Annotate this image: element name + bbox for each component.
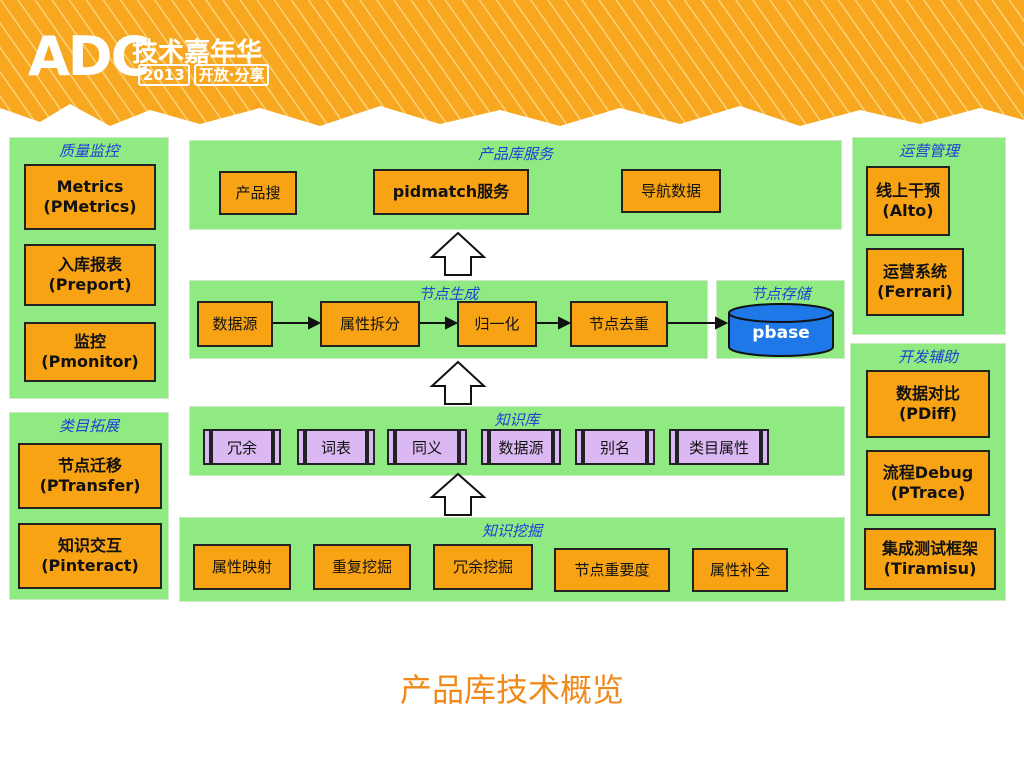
kb-box-synonym: 同义 <box>387 429 467 465</box>
kb-box-redundancy: 冗余 <box>203 429 281 465</box>
panel-title: 开发辅助 <box>897 348 958 366</box>
box-preport: 入库报表 (Preport) <box>24 244 156 306</box>
kb-box-category-attr: 类目属性 <box>669 429 769 465</box>
box-attr-completion: 属性补全 <box>692 548 788 592</box>
logo-slogan: 开放·分享 <box>193 64 270 86</box>
box-pmetrics: Metrics (PMetrics) <box>24 164 156 230</box>
panel-title: 知识挖掘 <box>481 522 542 540</box>
panel-category-expansion: 类目拓展 节点迁移 (PTransfer) 知识交互 (Pinteract) <box>9 412 169 600</box>
panel-title: 节点存储 <box>750 285 811 303</box>
box-attr-split: 属性拆分 <box>320 301 420 347</box>
box-pinteract: 知识交互 (Pinteract) <box>18 523 162 589</box>
panel-title: 类目拓展 <box>58 417 119 435</box>
slide-title: 产品库技术概览 <box>399 671 624 709</box>
box-alto: 线上干预 (Alto) <box>866 166 950 236</box>
panel-title: 质量监控 <box>58 142 119 160</box>
panel-title: 节点生成 <box>418 285 479 303</box>
panel-title: 知识库 <box>494 411 540 429</box>
box-tiramisu: 集成测试框架 (Tiramisu) <box>864 528 996 590</box>
panel-quality-monitoring: 质量监控 Metrics (PMetrics) 入库报表 (Preport) 监… <box>9 137 169 399</box>
box-pmonitor: 监控 (Pmonitor) <box>24 322 156 382</box>
db-label: pbase <box>752 323 810 343</box>
up-arrow-nodegen-to-service <box>429 231 487 276</box>
box-ptransfer: 节点迁移 (PTransfer) <box>18 443 162 509</box>
box-node-dedup: 节点去重 <box>570 301 668 347</box>
panel-knowledge-base: 知识库 冗余 词表 同义 数据源 别名 类目属性 <box>189 406 845 476</box>
box-redundancy-mining: 冗余挖掘 <box>433 544 533 590</box>
panel-node-storage: 节点存储 pbase <box>716 280 845 359</box>
box-dup-mining: 重复挖掘 <box>313 544 411 590</box>
panel-title: 产品库服务 <box>477 145 553 163</box>
kb-box-vocab: 词表 <box>297 429 375 465</box>
panel-title: 运营管理 <box>898 142 959 160</box>
up-arrow-kb-to-nodegen <box>429 360 487 405</box>
panel-ops-management: 运营管理 线上干预 (Alto) 运营系统 (Ferrari) <box>852 137 1006 335</box>
box-nav-data: 导航数据 <box>621 169 721 213</box>
box-node-importance: 节点重要度 <box>554 548 670 592</box>
box-pdiff: 数据对比 (PDiff) <box>866 370 990 438</box>
box-pidmatch: pidmatch服务 <box>373 169 529 215</box>
logo-year: 2013 <box>138 64 190 86</box>
panel-node-generation: 节点生成 数据源 属性拆分 归一化 节点去重 <box>189 280 708 359</box>
logo-event: 技术嘉年华 <box>132 38 263 68</box>
box-ptrace: 流程Debug (PTrace) <box>866 450 990 516</box>
banner-background <box>0 0 1024 135</box>
panel-knowledge-mining: 知识挖掘 属性映射 重复挖掘 冗余挖掘 节点重要度 属性补全 <box>179 517 845 602</box>
panel-product-service: 产品库服务 产品搜 pidmatch服务 导航数据 <box>189 140 842 230</box>
panel-dev-assist: 开发辅助 数据对比 (PDiff) 流程Debug (PTrace) 集成测试框… <box>850 343 1006 601</box>
box-data-source: 数据源 <box>197 301 273 347</box>
kb-box-data-source: 数据源 <box>481 429 561 465</box>
pbase-db-icon <box>728 303 834 357</box>
box-normalize: 归一化 <box>457 301 537 347</box>
up-arrow-mining-to-kb <box>429 472 487 516</box>
box-ferrari: 运营系统 (Ferrari) <box>866 248 964 316</box>
box-attr-mapping: 属性映射 <box>193 544 291 590</box>
box-product-search: 产品搜 <box>219 171 297 215</box>
kb-box-alias: 别名 <box>575 429 655 465</box>
logo-brand: ADC <box>28 25 150 88</box>
